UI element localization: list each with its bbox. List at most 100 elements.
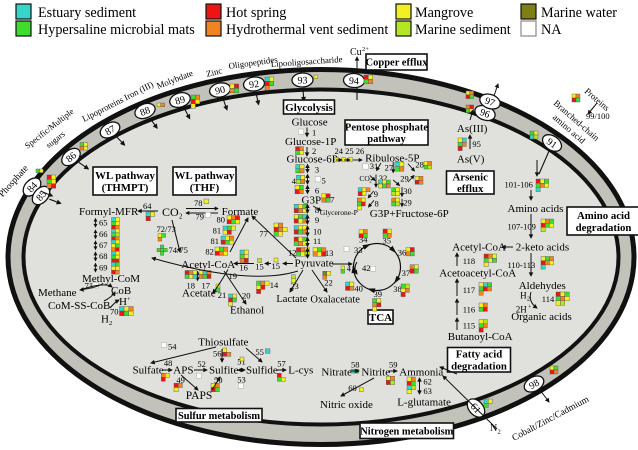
svg-text:28: 28 bbox=[415, 160, 424, 170]
svg-text:Marine sediment: Marine sediment bbox=[415, 22, 511, 38]
svg-text:107-109: 107-109 bbox=[508, 222, 536, 232]
svg-text:2: 2 bbox=[498, 429, 501, 436]
svg-text:APS: APS bbox=[173, 365, 193, 377]
svg-text:118: 118 bbox=[463, 256, 475, 266]
svg-text:41: 41 bbox=[347, 264, 356, 274]
svg-text:93: 93 bbox=[297, 75, 307, 86]
svg-text:N: N bbox=[490, 423, 497, 434]
svg-text:pathway: pathway bbox=[367, 134, 406, 145]
svg-text:54: 54 bbox=[168, 341, 177, 351]
svg-text:Cu: Cu bbox=[350, 47, 362, 58]
svg-text:Glycerone-P: Glycerone-P bbox=[320, 208, 358, 217]
svg-text:L-cys: L-cys bbox=[288, 365, 313, 377]
svg-text:Ammonia: Ammonia bbox=[399, 366, 443, 378]
svg-text:53: 53 bbox=[237, 375, 246, 385]
svg-text:Methyl-CoM: Methyl-CoM bbox=[82, 273, 140, 285]
svg-text:81: 81 bbox=[213, 226, 222, 236]
svg-text:degradation: degradation bbox=[576, 222, 632, 234]
svg-text:Zinc: Zinc bbox=[205, 65, 223, 79]
svg-text:30: 30 bbox=[403, 186, 412, 196]
svg-text:35: 35 bbox=[383, 236, 392, 246]
svg-text:57: 57 bbox=[277, 359, 286, 369]
svg-text:Glycolysis: Glycolysis bbox=[285, 102, 333, 114]
svg-text:Pentose phosphate: Pentose phosphate bbox=[345, 122, 428, 133]
svg-text:15: 15 bbox=[255, 262, 264, 272]
svg-text:115: 115 bbox=[463, 320, 475, 330]
svg-text:80: 80 bbox=[217, 215, 226, 225]
svg-text:16: 16 bbox=[239, 263, 248, 273]
svg-text:H: H bbox=[101, 314, 109, 326]
svg-text:9: 9 bbox=[374, 189, 378, 199]
svg-text:degradation: degradation bbox=[451, 361, 507, 373]
svg-text:WL pathway: WL pathway bbox=[95, 170, 155, 182]
svg-text:Nitrogen metabolism: Nitrogen metabolism bbox=[360, 426, 453, 437]
svg-text:23: 23 bbox=[290, 281, 299, 291]
svg-text:3: 3 bbox=[315, 164, 319, 174]
svg-text:95: 95 bbox=[472, 139, 481, 149]
svg-text:1: 1 bbox=[312, 128, 316, 138]
svg-text:Acetate: Acetate bbox=[182, 288, 216, 300]
svg-text:9: 9 bbox=[315, 215, 319, 225]
svg-text:Amino acids: Amino acids bbox=[508, 203, 564, 215]
svg-text:101-106: 101-106 bbox=[505, 180, 533, 190]
svg-text:Acetyl-CoA: Acetyl-CoA bbox=[181, 259, 235, 271]
svg-text:2H: 2H bbox=[516, 305, 528, 315]
svg-text:68: 68 bbox=[99, 251, 108, 261]
svg-text:H: H bbox=[520, 290, 527, 300]
svg-text:20: 20 bbox=[242, 291, 251, 301]
svg-text:7: 7 bbox=[330, 194, 334, 204]
svg-text:+: + bbox=[127, 296, 131, 303]
svg-text:Amino acid: Amino acid bbox=[577, 210, 630, 222]
svg-text:70: 70 bbox=[110, 307, 119, 317]
svg-text:CoB: CoB bbox=[111, 285, 131, 297]
svg-text:97: 97 bbox=[483, 96, 496, 110]
svg-text:4: 4 bbox=[292, 176, 297, 186]
svg-text:72/73: 72/73 bbox=[157, 224, 176, 234]
svg-text:81: 81 bbox=[211, 236, 220, 246]
svg-text:Hydrothermal vent sediment: Hydrothermal vent sediment bbox=[226, 22, 388, 38]
svg-text:96: 96 bbox=[478, 107, 491, 121]
svg-text:39: 39 bbox=[374, 289, 383, 299]
svg-text:8: 8 bbox=[315, 205, 319, 215]
svg-text:NA: NA bbox=[541, 22, 562, 38]
svg-text:Formate: Formate bbox=[222, 206, 259, 218]
svg-text:2+: 2+ bbox=[362, 46, 369, 53]
svg-text:Marine water: Marine water bbox=[541, 5, 617, 21]
svg-text:12: 12 bbox=[288, 248, 297, 258]
svg-text:37: 37 bbox=[402, 268, 411, 278]
svg-text:79: 79 bbox=[196, 212, 205, 222]
svg-text:69: 69 bbox=[99, 262, 108, 272]
svg-text:2-keto acids: 2-keto acids bbox=[516, 242, 569, 254]
svg-text:42: 42 bbox=[362, 263, 371, 273]
svg-text:34: 34 bbox=[359, 235, 368, 245]
svg-text:18: 18 bbox=[187, 281, 196, 291]
svg-text:Aldehydes: Aldehydes bbox=[519, 280, 566, 292]
svg-text:Estuary sediment: Estuary sediment bbox=[38, 5, 136, 21]
svg-text:74/75: 74/75 bbox=[169, 245, 188, 255]
svg-text:32: 32 bbox=[379, 173, 388, 183]
svg-text:Acetyl-CoA: Acetyl-CoA bbox=[452, 242, 506, 254]
svg-text:CO: CO bbox=[359, 174, 370, 183]
svg-text:116: 116 bbox=[463, 305, 475, 315]
svg-text:62: 62 bbox=[423, 376, 432, 386]
svg-text:55: 55 bbox=[255, 347, 264, 357]
svg-text:L-glutamate: L-glutamate bbox=[397, 397, 451, 409]
svg-text:PAPS: PAPS bbox=[186, 390, 212, 402]
svg-text:Glucose-1P: Glucose-1P bbox=[285, 136, 336, 148]
svg-text:Nitrite: Nitrite bbox=[361, 366, 390, 378]
svg-text:Acetoacetyl-CoA: Acetoacetyl-CoA bbox=[439, 268, 516, 280]
svg-text:11: 11 bbox=[313, 236, 321, 246]
svg-text:+: + bbox=[528, 305, 532, 311]
svg-text:40: 40 bbox=[354, 284, 363, 294]
svg-text:(THF): (THF) bbox=[190, 182, 220, 194]
svg-text:22: 22 bbox=[324, 277, 333, 287]
svg-text:52: 52 bbox=[197, 359, 206, 369]
svg-text:Pyruvate: Pyruvate bbox=[295, 258, 334, 270]
svg-text:2: 2 bbox=[369, 179, 372, 184]
svg-text:117: 117 bbox=[463, 285, 475, 295]
svg-text:31: 31 bbox=[370, 161, 379, 171]
svg-text:Oxalacetate: Oxalacetate bbox=[310, 294, 360, 305]
svg-text:64: 64 bbox=[143, 201, 152, 211]
svg-text:2: 2 bbox=[527, 296, 530, 302]
svg-text:77: 77 bbox=[259, 229, 268, 239]
